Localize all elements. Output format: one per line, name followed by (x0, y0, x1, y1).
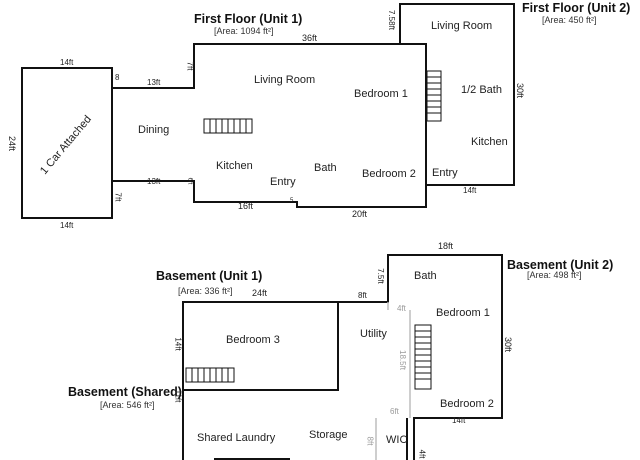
basement-shared-area-label: [Area: 546 ft²] (100, 400, 155, 410)
stairs-first-floor (203, 118, 253, 134)
unit2-dim-left-top: 7.58ft (387, 9, 397, 31)
room-dining: Dining (138, 124, 170, 136)
unit1-title: First Floor (Unit 1) (194, 12, 303, 26)
basement-unit2-dim-bottom: 14ft (452, 416, 466, 425)
room-bedroom-2: Bedroom 2 (362, 168, 416, 180)
basement-unit1-area-label: [Area: 336 ft²] (178, 286, 233, 296)
dim-jog-bottom: 5 (290, 198, 294, 204)
stairs-basement-unit1 (185, 367, 235, 383)
stairs-basement-unit2 (414, 324, 432, 390)
unit2-room-kitchen: Kitchen (471, 136, 508, 148)
unit2-room-half-bath: 1/2 Bath (461, 84, 502, 96)
basement-shared-title: Basement (Shared) (68, 385, 182, 399)
basement-unit1-dim-left: 14ft (173, 337, 183, 351)
basement-unit2-area-label: [Area: 498 ft²] (527, 270, 582, 280)
basement-unit2-title: Basement (Unit 2) (507, 258, 614, 272)
unit2-walls (399, 3, 515, 186)
garage-dim-left: 24ft (7, 135, 18, 152)
room-shared-laundry: Shared Laundry (197, 432, 276, 444)
unit2-dim-bottom: 14ft (463, 186, 477, 195)
garage-dim-top: 14ft (60, 58, 74, 67)
basement-unit2-room-bath: Bath (414, 270, 437, 282)
room-utility: Utility (360, 328, 387, 340)
basement-unit2-dim-stair-bottom: 6ft (390, 407, 399, 416)
basement-unit2-dim-wic-left: 8ft (365, 436, 375, 446)
unit1-area-label: [Area: 1094 ft²] (214, 26, 274, 36)
room-wic: WIC (386, 434, 408, 446)
basement-unit1-dim-top: 24ft (252, 288, 268, 298)
room-bedroom-1: Bedroom 1 (354, 88, 408, 100)
basement-unit2-dim-top: 18ft (438, 241, 454, 251)
room-bedroom-3: Bedroom 3 (226, 334, 280, 346)
dim-bottom-left: 16ft (238, 201, 254, 211)
garage-outline (21, 67, 113, 219)
dim-bottom-right: 20ft (352, 209, 368, 219)
unit2-room-living-room: Living Room (431, 20, 493, 32)
dim-dining-top: 13ft (147, 78, 161, 87)
dim-step-top: 7ft (185, 61, 195, 71)
basement-unit2-dim-left-top: 7.5ft (375, 268, 385, 284)
room-living-room: Living Room (254, 74, 316, 86)
unit1-walls (112, 43, 427, 208)
unit1-dim-top: 36ft (302, 33, 318, 43)
basement-unit2-room-bedroom-1: Bedroom 1 (436, 307, 490, 319)
basement-unit2-dim-right: 30ft (503, 336, 514, 353)
basement-unit1-title: Basement (Unit 1) (156, 269, 263, 283)
unit2-room-entry: Entry (432, 167, 458, 179)
basement-unit2-dim-bottom-left: 4ft (417, 449, 427, 459)
unit2-title: First Floor (Unit 2) (522, 1, 631, 15)
stairs-unit2 (426, 70, 442, 122)
dim-jog-top: 8 (115, 73, 120, 82)
dim-step-bottom: 7ft (113, 192, 123, 202)
garage-dim-bottom: 14ft (60, 221, 74, 230)
basement-shared-dim-left: 11ft (173, 389, 183, 403)
basement-unit2-dim-step: 8ft (358, 291, 367, 300)
basement-unit2-dim-stair-len: 18.5ft (398, 349, 408, 371)
dim-dining-bottom: 13ft (147, 177, 161, 186)
unit2-dim-right: 30ft (515, 82, 526, 99)
room-storage: Storage (309, 429, 348, 441)
room-entry: Entry (270, 176, 296, 188)
unit2-area-label: [Area: 450 ft²] (542, 15, 597, 25)
basement-unit2-room-bedroom-2: Bedroom 2 (440, 398, 494, 410)
room-bath: Bath (314, 162, 337, 174)
room-kitchen: Kitchen (216, 160, 253, 172)
basement-unit2-dim-stair-top: 4ft (397, 304, 406, 313)
dim-jog-mid: 6ft (186, 177, 193, 185)
